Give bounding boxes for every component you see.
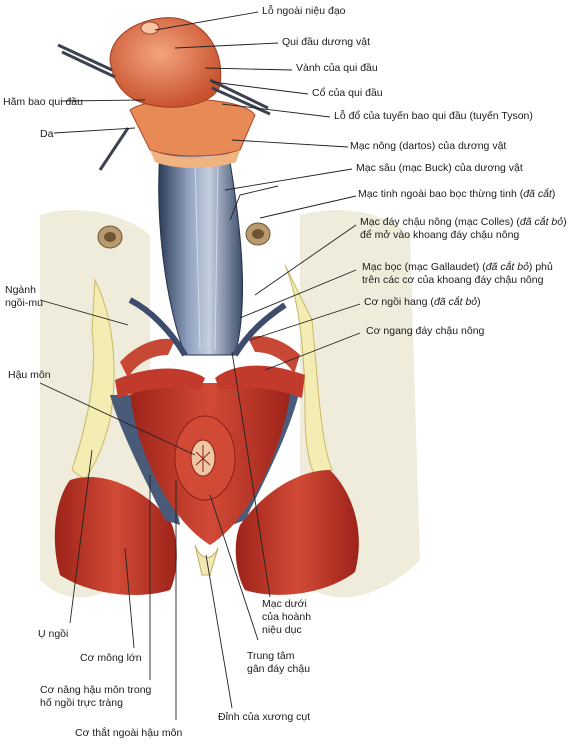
label-skin: Da xyxy=(40,128,54,140)
label-perineal-body: Trung tâm gân đáy chậu xyxy=(247,650,311,675)
ischiopubic-ramus-right xyxy=(284,264,333,481)
label-ischiopubic-ramus: Ngành ngồi-mu xyxy=(5,284,43,309)
gluteus-maximus-right xyxy=(235,470,359,595)
label-dartos-fascia: Mạc nông (dartos) của dương vật xyxy=(350,140,507,152)
transverse-perineal-right xyxy=(215,365,305,398)
label-external-anal-sphincter: Cơ thắt ngoài hậu môn xyxy=(75,727,183,739)
label-glans-penis: Qui đầu dương vật xyxy=(282,36,371,48)
transverse-perineal-left xyxy=(115,368,205,398)
label-levator-ani: Cơ nâng hậu môn trong hố ngồi trực tràng xyxy=(40,684,152,709)
label-external-spermatic-fascia: Mạc tinh ngoài bao bọc thừng tinh (đã cắ… xyxy=(358,188,556,200)
ischiocavernosus-left xyxy=(120,338,175,378)
penile-shaft xyxy=(158,149,244,356)
label-coccyx-tip: Đỉnh của xương cụt xyxy=(218,711,311,723)
leader-lines xyxy=(39,11,361,720)
label-urogenital-diaphragm-fascia: Mạc dưới của hoành niệu dục xyxy=(262,598,312,636)
ischioanal-fossa-left xyxy=(110,395,180,525)
retractor-instruments xyxy=(57,43,271,171)
skin-band xyxy=(150,150,240,168)
label-neck-glans: Cổ của qui đầu xyxy=(312,87,383,99)
label-buck-fascia: Mạc sâu (mạc Buck) của dương vật xyxy=(356,162,523,174)
label-ischiocavernosus: Cơ ngồi hang (đã cắt bỏ) xyxy=(364,296,481,308)
label-corona-glans: Vành của qui đầu xyxy=(296,62,378,74)
prepuce-skin xyxy=(129,98,256,157)
glans-penis xyxy=(109,17,222,108)
label-tyson-gland-opening: Lỗ đổ của tuyến bao qui đầu (tuyến Tyson… xyxy=(334,110,533,122)
ischiopubic-ramus-left xyxy=(71,278,115,481)
label-anus: Hậu môn xyxy=(8,369,51,381)
label-colles-fascia: Mạc đáy chậu nông (mạc Colles) (đã cắt b… xyxy=(360,216,567,241)
gluteus-maximus-left xyxy=(54,476,177,595)
label-superficial-transverse-perineal: Cơ ngang đáy chậu nông xyxy=(366,325,485,337)
crura-fascia xyxy=(128,297,287,357)
label-external-urethral-orifice: Lỗ ngoài niệu đạo xyxy=(262,5,346,17)
ischiocavernosus-right xyxy=(248,335,300,374)
label-gluteus-maximus: Cơ mông lớn xyxy=(80,652,142,664)
label-gallaudet-fascia: Mạc bọc (mạc Gallaudet) (đã cắt bỏ) phủ … xyxy=(362,261,553,286)
label-ischial-tuberosity: Ụ ngồi xyxy=(38,628,69,640)
urethral-meatus xyxy=(140,21,160,35)
label-frenulum: Hãm bao qui đầu xyxy=(3,96,83,108)
